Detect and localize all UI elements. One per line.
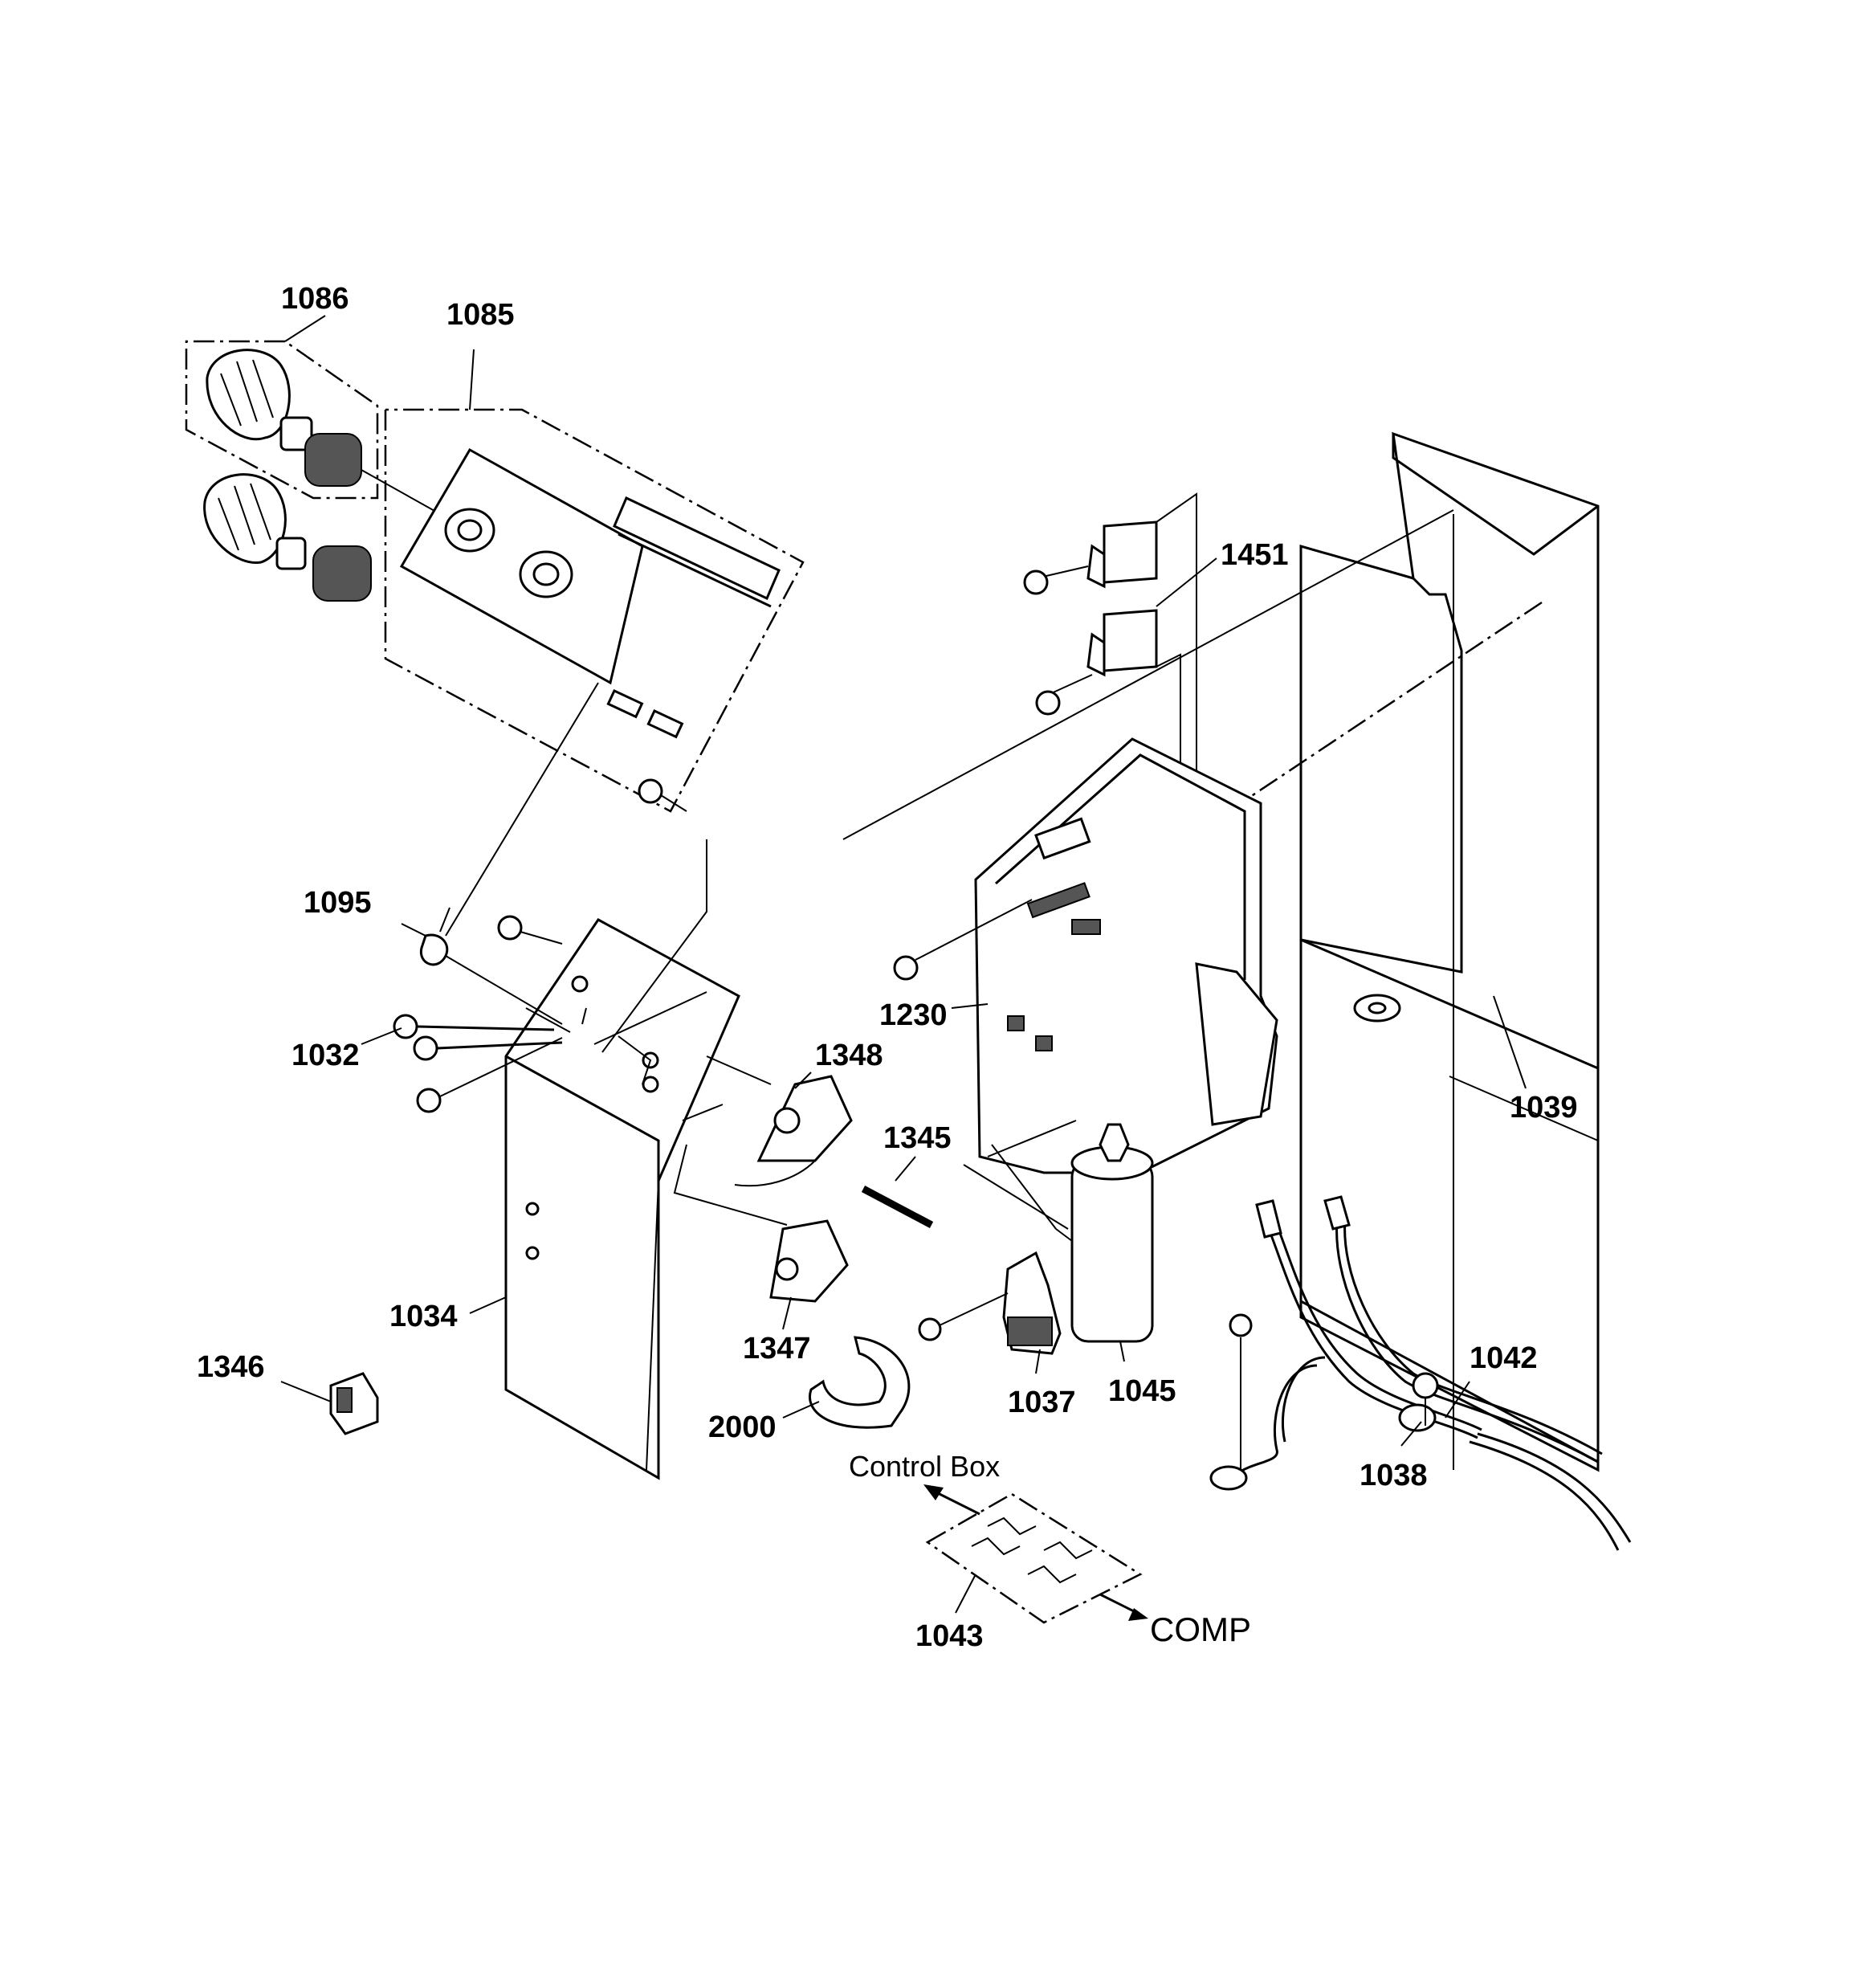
- switch-1347: [673, 1144, 849, 1303]
- control-box-note: Control Box: [849, 1450, 1001, 1483]
- harness-1042: [1209, 1195, 1632, 1551]
- cover-1034: [504, 918, 740, 1480]
- screws-1032: [393, 778, 707, 1113]
- leader-lines: [280, 315, 1527, 1614]
- panel-group-1085: [384, 408, 805, 937]
- callout-1086: 1086: [281, 282, 349, 316]
- knob-group-1086: [185, 340, 463, 602]
- callout-1045: 1045: [1108, 1374, 1176, 1408]
- callout-1347: 1347: [743, 1332, 811, 1365]
- control-panel-1230: [893, 737, 1278, 1242]
- callout-1230: 1230: [879, 998, 948, 1032]
- callout-1034: 1034: [389, 1300, 458, 1333]
- callout-1038: 1038: [1360, 1459, 1428, 1492]
- callout-1043: 1043: [915, 1619, 984, 1653]
- enclosure-1039: [842, 431, 1600, 1472]
- switch-1348: [682, 1055, 853, 1187]
- bar-1345: [861, 1186, 934, 1228]
- relay-1451: [1023, 492, 1197, 948]
- callout-1348: 1348: [815, 1039, 883, 1072]
- callout-1085: 1085: [446, 298, 515, 332]
- comp-note: COMP: [1150, 1610, 1251, 1648]
- callout-1037: 1037: [1008, 1386, 1076, 1419]
- terminals-1043: [923, 1484, 1148, 1624]
- callout-1345: 1345: [883, 1121, 952, 1155]
- strap-2000: [809, 1336, 911, 1429]
- rocker-switch-1346: [329, 1372, 379, 1435]
- callout-1346: 1346: [197, 1350, 265, 1384]
- callout-2000: 2000: [708, 1410, 777, 1444]
- callout-1042: 1042: [1470, 1341, 1538, 1375]
- callout-1039: 1039: [1510, 1091, 1578, 1125]
- callout-1451: 1451: [1221, 538, 1289, 572]
- bracket-1037: [918, 1251, 1062, 1355]
- callout-1095: 1095: [304, 886, 372, 920]
- callout-1032: 1032: [291, 1039, 360, 1072]
- capacitor-1045: [1070, 1123, 1154, 1343]
